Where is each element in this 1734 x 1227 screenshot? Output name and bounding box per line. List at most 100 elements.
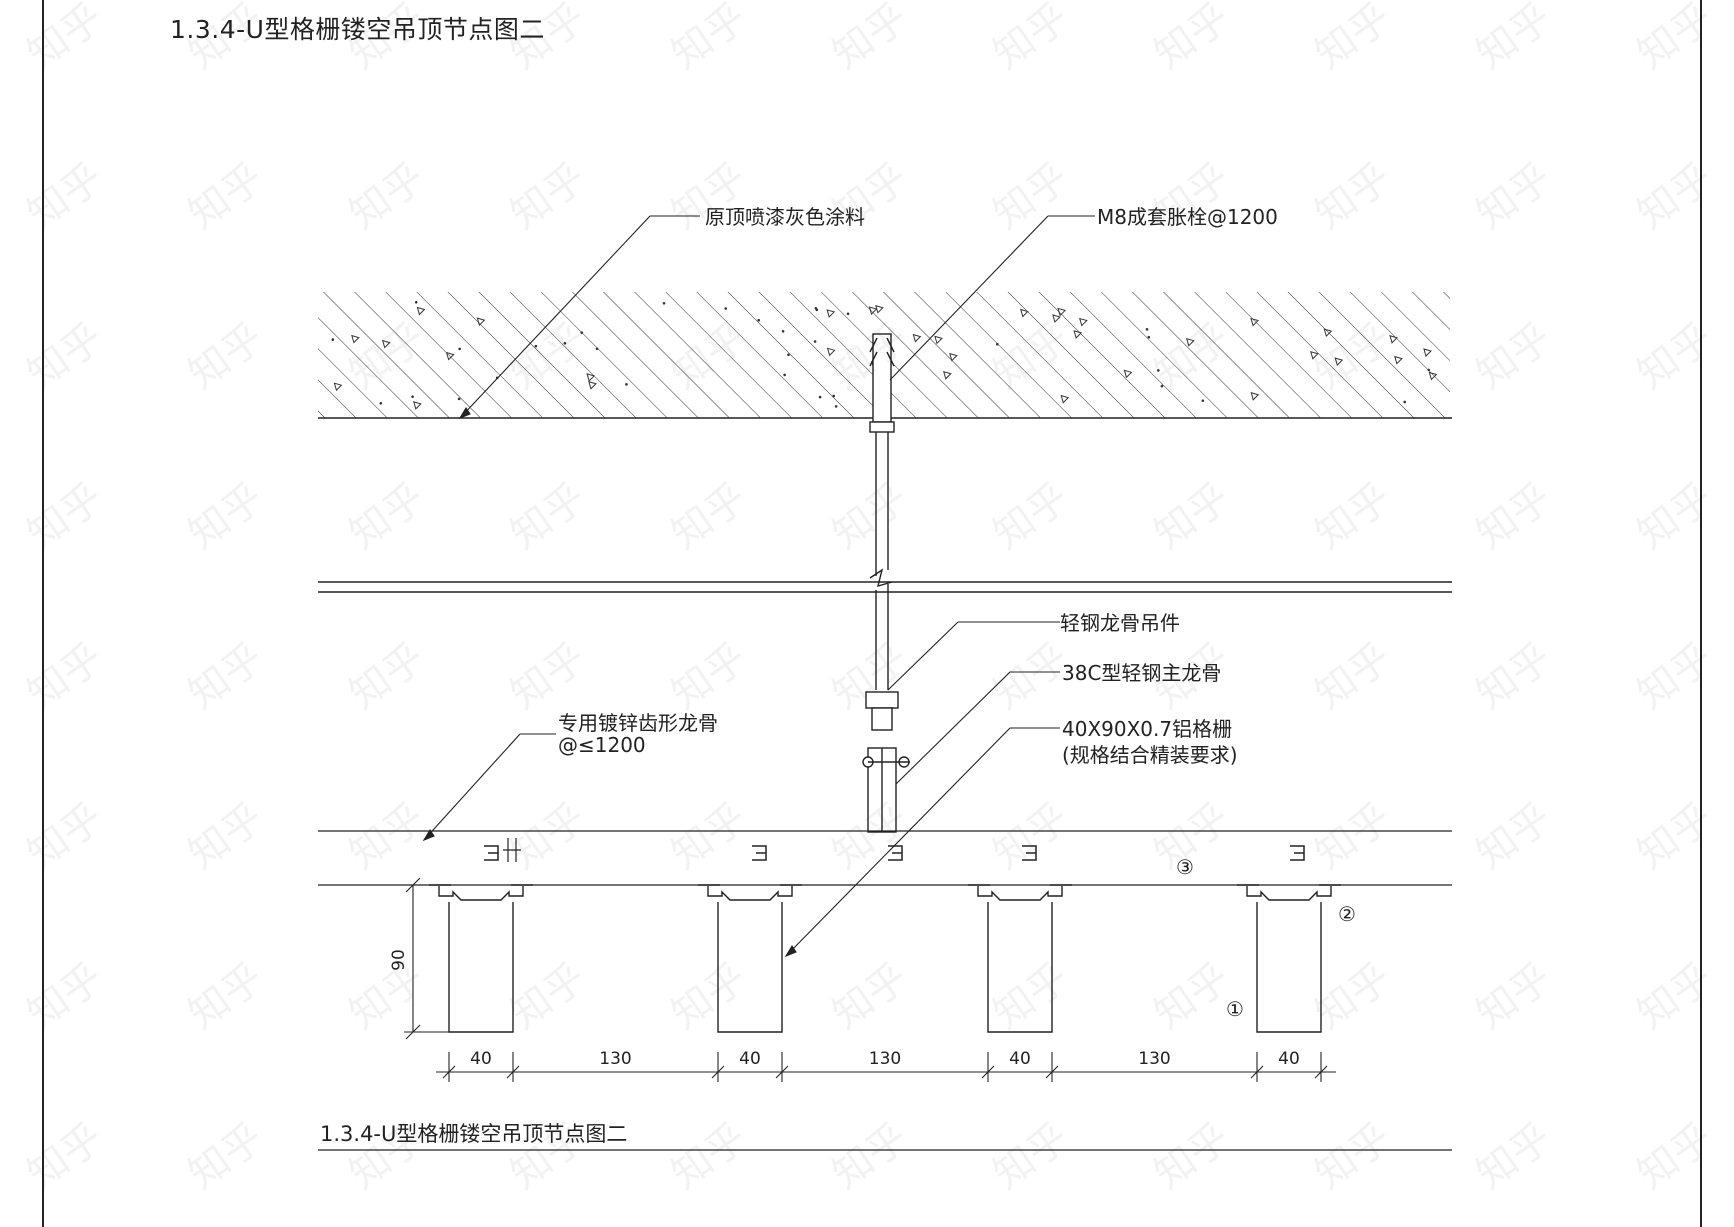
watermark-mark: 知乎 xyxy=(824,475,916,559)
dim-label-height: 90 xyxy=(389,949,409,971)
watermark-mark: 知乎 xyxy=(1629,955,1721,1039)
aggregate-dot xyxy=(331,338,335,341)
watermark-mark: 知乎 xyxy=(1307,0,1399,78)
aggregate-dot xyxy=(1147,335,1151,339)
watermark-mark: 知乎 xyxy=(663,475,755,559)
aggregate-mark xyxy=(1389,335,1398,344)
watermark-mark: 知乎 xyxy=(502,635,594,719)
aggregate-dot xyxy=(414,301,418,304)
watermark-mark: 知乎 xyxy=(1146,1115,1238,1199)
aggregate-mark xyxy=(381,339,391,349)
watermark-mark: 知乎 xyxy=(502,155,594,239)
aggregate-dot xyxy=(457,397,461,401)
dimension-height xyxy=(404,877,450,1040)
hanger-rod xyxy=(869,432,893,690)
frame-right-border xyxy=(1700,0,1702,1227)
aggregate-dot xyxy=(814,306,818,310)
watermark-mark: 知乎 xyxy=(1629,155,1721,239)
aggregate-dot xyxy=(458,347,461,351)
label-grille-note: (规格结合精装要求) xyxy=(1062,743,1238,767)
watermark-mark: 知乎 xyxy=(180,795,272,879)
aggregate-dot xyxy=(580,331,584,334)
label-anchor-bolt: M8成套胀栓@1200 xyxy=(1097,205,1278,229)
aggregate-dot xyxy=(563,341,567,345)
watermark-mark: 知乎 xyxy=(824,1115,916,1199)
leader-lines xyxy=(422,215,1095,958)
aggregate-dot xyxy=(757,318,761,322)
aggregate-mark xyxy=(1073,330,1083,339)
watermark-mark: 知乎 xyxy=(663,0,755,78)
dim-tick xyxy=(1314,1065,1328,1079)
watermark-mark: 知乎 xyxy=(985,155,1077,239)
dim-tick xyxy=(1250,1065,1264,1079)
watermark-mark: 知乎 xyxy=(180,0,272,78)
page-title: 1.3.4-U型格栅镂空吊顶节点图二 xyxy=(170,15,545,44)
aggregate-mark xyxy=(588,381,597,390)
watermark-mark: 知乎 xyxy=(1307,795,1399,879)
watermark-mark: 知乎 xyxy=(663,955,755,1039)
watermark-mark: 知乎 xyxy=(502,0,594,78)
watermark-mark: 知乎 xyxy=(1468,475,1560,559)
watermark-mark: 知乎 xyxy=(19,955,111,1039)
watermark-mark: 知乎 xyxy=(824,0,916,78)
aggregate-mark xyxy=(351,334,360,344)
aggregate-mark xyxy=(586,373,596,382)
watermark-mark: 知乎 xyxy=(180,955,272,1039)
u-grille xyxy=(968,884,1072,1033)
dim-label: 40 xyxy=(1009,1049,1031,1069)
dim-label: 130 xyxy=(599,1049,631,1069)
watermark-mark: 知乎 xyxy=(824,795,916,879)
marker-2: ② xyxy=(1338,902,1356,926)
aggregate-dot xyxy=(834,405,838,408)
watermark-mark: 知乎 xyxy=(663,795,755,879)
watermark-mark: 知乎 xyxy=(1468,955,1560,1039)
aggregate-dot xyxy=(1403,400,1407,404)
aggregate-mark xyxy=(1428,371,1438,381)
marker-1: ① xyxy=(1226,997,1244,1021)
watermark-mark: 知乎 xyxy=(1468,635,1560,719)
aggregate-mark xyxy=(416,306,426,316)
aggregate-mark xyxy=(1079,317,1088,327)
watermark-mark: 知乎 xyxy=(180,1115,272,1199)
aggregate-mark xyxy=(868,306,878,316)
watermark-mark: 知乎 xyxy=(985,1115,1077,1199)
watermark-mark: 知乎 xyxy=(1629,635,1721,719)
watermark-mark: 知乎 xyxy=(1629,315,1721,399)
watermark-mark: 知乎 xyxy=(341,795,433,879)
dim-tick xyxy=(442,1065,456,1079)
watermark-mark: 知乎 xyxy=(824,955,916,1039)
dim-tick xyxy=(711,1065,725,1079)
aggregate-dot xyxy=(1160,384,1164,388)
watermark-mark: 知乎 xyxy=(19,155,111,239)
watermark-mark: 知乎 xyxy=(1307,475,1399,559)
aggregate-mark xyxy=(445,351,455,361)
aggregate-mark xyxy=(1057,307,1067,317)
watermark-mark: 知乎 xyxy=(1146,635,1238,719)
label-main-keel: 38C型轻钢主龙骨 xyxy=(1062,661,1221,685)
u-grilles xyxy=(429,884,1341,1033)
aggregate-mark xyxy=(1250,392,1260,401)
keel-c-mark xyxy=(752,845,767,861)
aggregate-mark xyxy=(1052,314,1061,323)
watermark-mark: 知乎 xyxy=(1307,1115,1399,1199)
aggregate-dot xyxy=(534,344,538,348)
aggregate-mark xyxy=(1123,369,1133,379)
aggregate-dot xyxy=(813,340,817,343)
watermark-mark: 知乎 xyxy=(19,0,111,78)
aggregate-dot xyxy=(625,383,628,386)
aggregate-dot xyxy=(379,402,383,405)
aggregate-dot xyxy=(595,347,599,351)
watermark-mark: 知乎 xyxy=(663,1115,755,1199)
aggregate-mark xyxy=(826,347,836,357)
aggregate-mark xyxy=(476,317,486,327)
break-lines xyxy=(318,581,1452,593)
keel-c-mark xyxy=(1290,845,1305,861)
watermark-mark: 知乎 xyxy=(341,155,433,239)
watermark-mark: 知乎 xyxy=(1629,795,1721,879)
watermark: 知乎知乎知乎知乎知乎知乎知乎知乎知乎知乎知乎知乎知乎知乎知乎知乎知乎知乎知乎知乎… xyxy=(19,0,1721,1198)
watermark-mark: 知乎 xyxy=(1307,635,1399,719)
aggregate-dot xyxy=(411,395,414,398)
watermark-mark: 知乎 xyxy=(985,795,1077,879)
watermark-mark: 知乎 xyxy=(502,795,594,879)
aggregate-mark xyxy=(949,352,958,362)
